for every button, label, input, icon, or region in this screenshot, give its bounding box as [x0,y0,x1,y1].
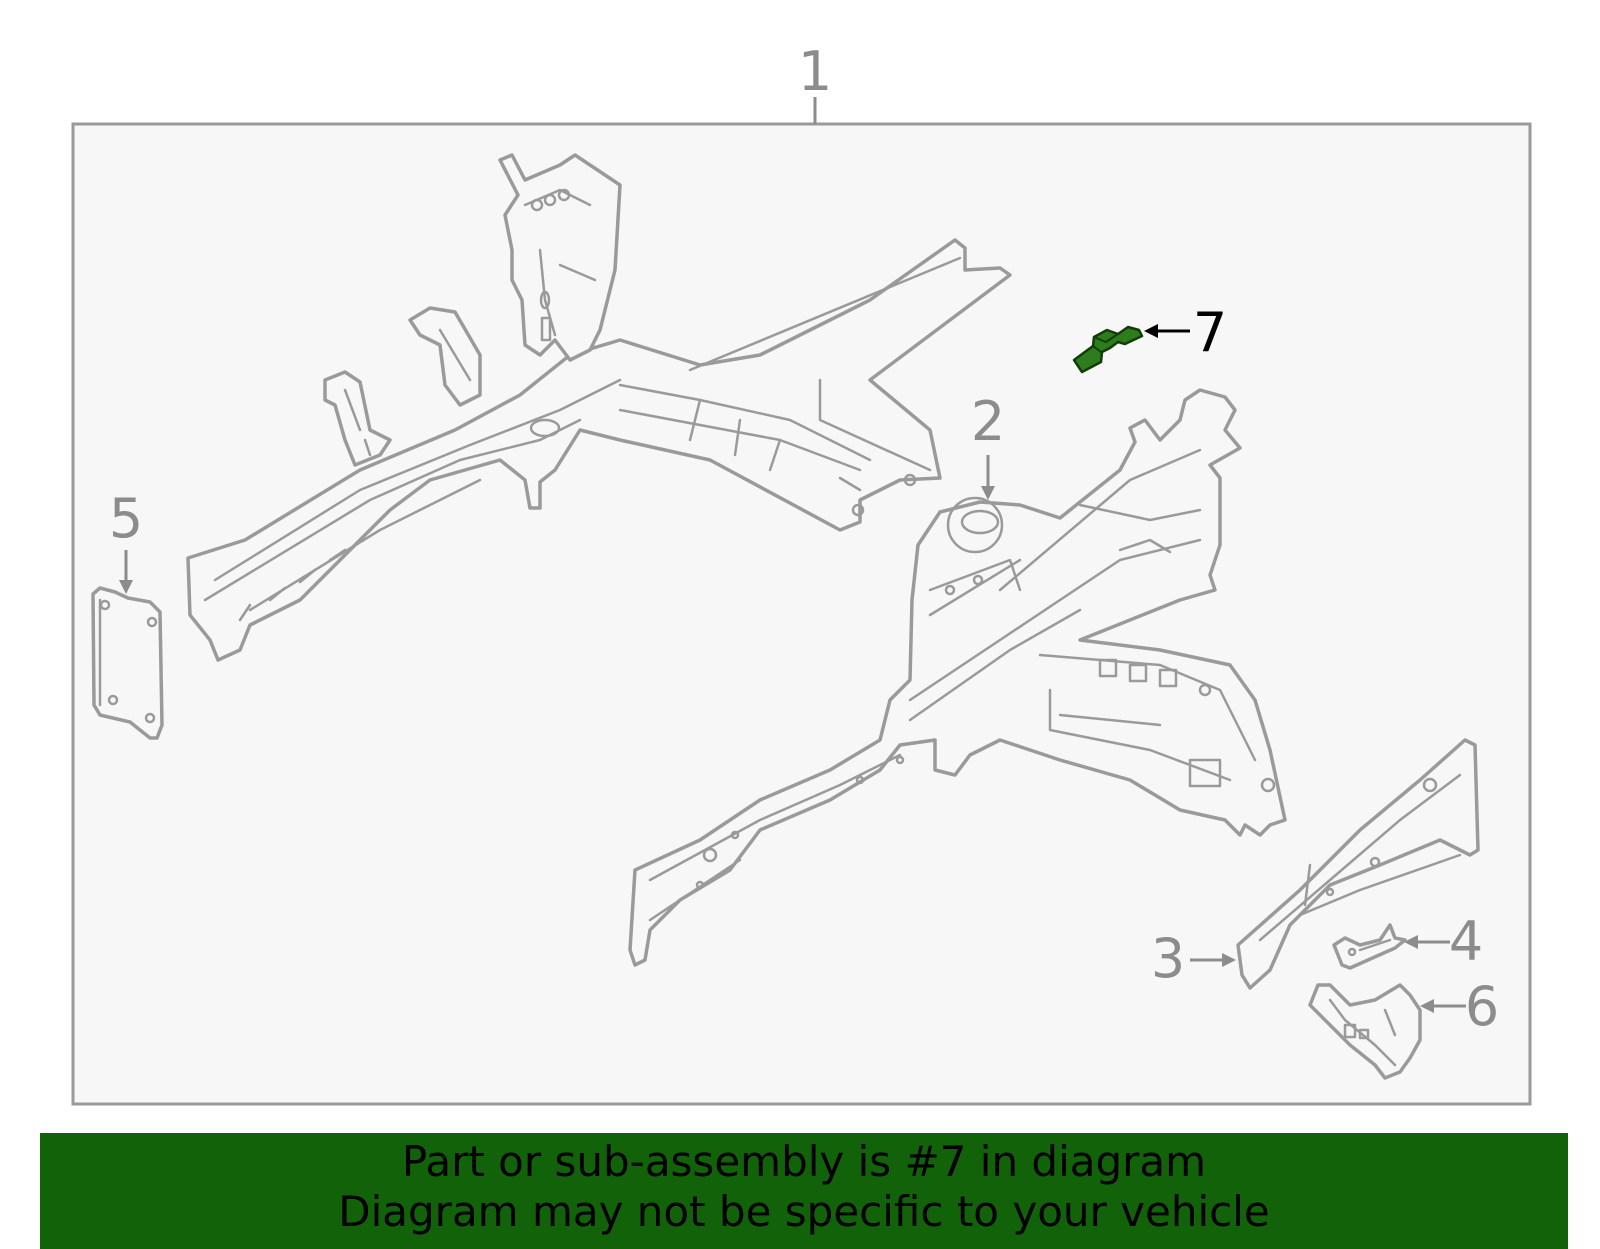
banner-line-1: Part or sub-assembly is #7 in diagram [401,1137,1207,1186]
part-5-plate [91,586,164,740]
upper-rail-tower [498,153,622,362]
callout-6-arrowhead [1420,999,1434,1013]
callout-5-arrowhead [119,580,133,594]
callout-4-arrowhead [1404,935,1418,949]
upper-frame-rail-left [186,238,1012,662]
info-banner: Part or sub-assembly is #7 in diagram Di… [40,1133,1568,1249]
callout-7: 7 [1193,301,1227,364]
part-4-bracket [1332,923,1407,970]
part-7-bracket-highlighted [1072,325,1144,374]
callout-3-arrowhead [1222,953,1236,967]
callout-2-arrowhead [981,486,995,500]
callout-3: 3 [1151,927,1185,990]
banner-line-2: Diagram may not be specific to your vehi… [338,1187,1270,1236]
callout-1: 1 [798,40,832,103]
part-2-lower-frame [628,388,1287,967]
callout-5: 5 [109,487,143,550]
callout-4: 4 [1449,910,1483,973]
callout-7-arrowhead [1144,324,1158,338]
callout-6: 6 [1465,975,1499,1038]
part-6-gusset [1308,983,1422,1080]
assembly-frame [71,122,1532,1106]
part-3-rail [1236,738,1480,990]
upper-rail-brackets [323,306,482,467]
callout-2: 2 [971,390,1005,453]
